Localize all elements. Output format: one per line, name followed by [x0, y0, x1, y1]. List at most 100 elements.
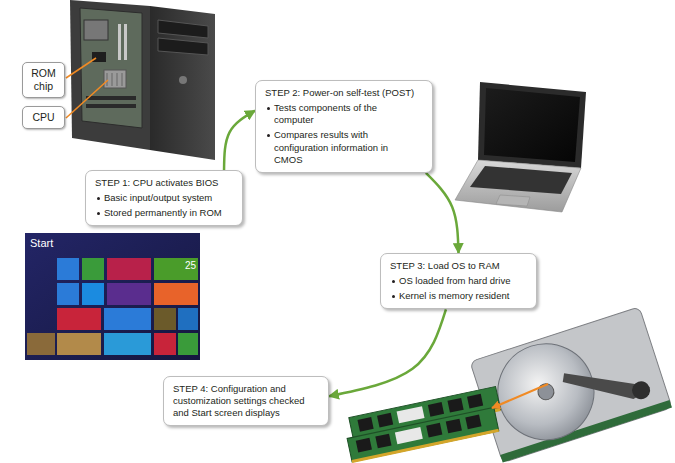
callout-box: CPU — [22, 106, 65, 129]
start-screen — [25, 233, 200, 360]
tile — [82, 283, 104, 305]
bullet-dot — [392, 295, 395, 298]
process-box: STEP 1: CPU activates BIOS Basic input/ou… — [85, 170, 243, 226]
tile — [154, 308, 176, 330]
heatsink-fin — [107, 73, 108, 86]
expansion-slot — [86, 104, 136, 108]
laptop-keyboard — [470, 166, 572, 194]
bullet-text: Compares results with configuration info… — [274, 129, 414, 165]
part-label: CPU — [26, 111, 61, 124]
step-heading: STEP 4: Configuration and customization … — [173, 383, 320, 419]
tile — [154, 283, 198, 305]
text-row: STEP 2: Power-on self-test (POST) — [265, 87, 424, 99]
bullet-dot — [392, 280, 395, 283]
bullet-text: Tests components of the computer — [274, 102, 414, 126]
tile — [154, 333, 176, 355]
ram-chip — [356, 438, 372, 453]
part-label: ROM chip — [26, 67, 61, 93]
bullet-text: Basic input/output system — [104, 192, 234, 204]
process-box: STEP 3: Load OS to RAM OS loaded from har… — [380, 253, 537, 309]
step-heading: STEP 3: Load OS to RAM — [390, 260, 528, 272]
flow-arrow — [426, 173, 459, 253]
text-row: Kernel is memory resident — [390, 290, 528, 302]
ram-sticker — [395, 427, 423, 444]
bullet-dot — [97, 197, 100, 200]
text-row: OS loaded from hard drive — [390, 275, 528, 287]
ram-chip — [377, 413, 393, 428]
tile — [57, 283, 79, 305]
ram-contacts — [352, 429, 499, 463]
tile — [178, 308, 198, 330]
ram-chip — [375, 434, 391, 449]
rom-chip-symbol — [92, 52, 106, 62]
expansion-slot — [86, 96, 136, 100]
bullet-dot — [267, 107, 270, 110]
heatsink-fin — [122, 73, 123, 86]
callout-box: ROM chip — [22, 62, 65, 98]
ram-chip — [446, 419, 462, 434]
text-row: ROM chip — [26, 67, 61, 93]
process-box: STEP 2: Power-on self-test (POST) Tests c… — [255, 80, 433, 173]
tile — [178, 333, 198, 355]
read-arm — [560, 351, 646, 418]
ram-chip — [465, 415, 481, 430]
laptop-lid — [478, 82, 586, 168]
drive-bay — [158, 20, 208, 38]
motherboard — [80, 8, 142, 128]
text-row: Compares results with configuration info… — [265, 129, 414, 165]
power-supply — [84, 20, 108, 40]
tile — [82, 258, 104, 280]
cpu-heatsink — [104, 70, 126, 88]
tile — [107, 258, 151, 280]
tile — [57, 308, 101, 330]
tile — [57, 333, 101, 355]
text-row: STEP 1: CPU activates BIOS — [95, 177, 234, 189]
bullet-text: OS loaded from hard drive — [399, 275, 528, 287]
bullet-text: Kernel is memory resident — [399, 290, 528, 302]
flow-arrow — [329, 309, 446, 396]
ram-chip — [447, 398, 463, 413]
tower-front — [150, 6, 215, 160]
ram-stick — [347, 407, 499, 462]
screen-title: Start — [30, 237, 53, 249]
heatsink-fin — [112, 73, 113, 86]
platter — [485, 331, 606, 452]
memory-slot — [124, 24, 127, 60]
ram-sticker — [397, 406, 425, 423]
text-row: Stored permanently in ROM — [95, 207, 234, 219]
transfer-arrow — [492, 384, 548, 408]
heatsink-fin — [117, 73, 118, 86]
laptop-base — [455, 160, 581, 212]
memory-slot — [118, 24, 121, 60]
drive-bay — [158, 38, 208, 55]
ram-chip — [428, 402, 444, 417]
text-row: CPU — [26, 111, 61, 124]
flow-arrow — [224, 111, 255, 170]
laptop-touchpad — [496, 195, 530, 206]
step-heading: STEP 1: CPU activates BIOS — [95, 177, 234, 189]
tower-side — [70, 0, 150, 150]
bullet-text: Stored permanently in ROM — [104, 207, 234, 219]
text-row: Tests components of the computer — [265, 102, 414, 126]
text-row: STEP 3: Load OS to RAM — [390, 260, 528, 272]
bullet-dot — [97, 212, 100, 215]
tile — [104, 333, 151, 355]
ram-chip — [357, 417, 373, 432]
process-box: STEP 4: Configuration and customization … — [163, 376, 329, 426]
tile — [27, 333, 55, 355]
tile-number: 25 — [185, 260, 196, 271]
tile — [154, 258, 198, 280]
tile — [104, 308, 151, 330]
actuator — [630, 379, 653, 402]
tile — [57, 258, 79, 280]
hard-drive-case — [470, 307, 672, 463]
ram-chip — [467, 394, 483, 409]
leader-line — [66, 58, 96, 78]
ram-chip — [426, 423, 442, 438]
bullet-dot — [267, 134, 270, 137]
power-button — [179, 76, 187, 84]
laptop-screen — [484, 88, 580, 162]
